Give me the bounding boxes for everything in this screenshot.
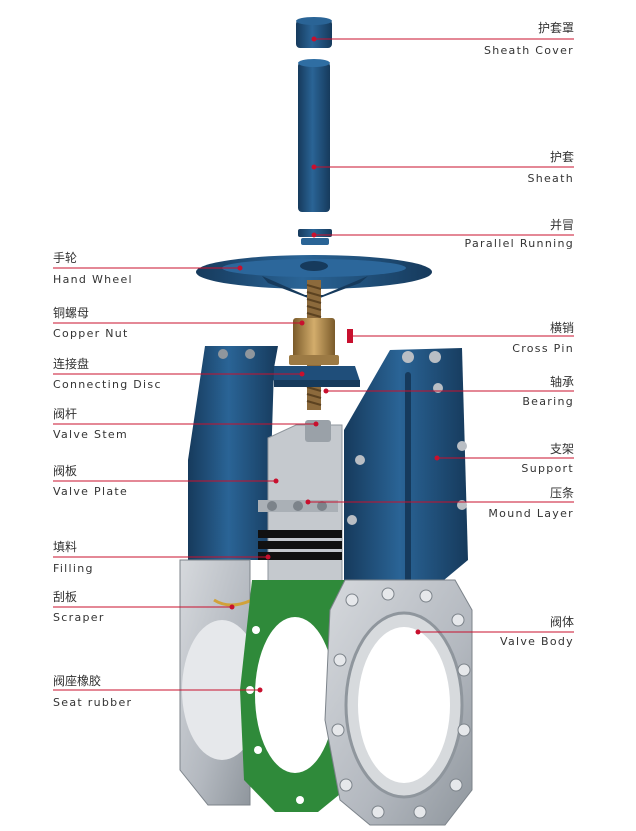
hand-wheel-part bbox=[196, 255, 432, 298]
label-connecting-disc-en: Connecting Disc bbox=[53, 378, 162, 391]
label-parallel-running-en: Parallel Running bbox=[464, 237, 574, 250]
label-mound-layer-en: Mound Layer bbox=[488, 507, 574, 520]
label-valve-plate-cn: 阀板 bbox=[53, 464, 78, 478]
leader-lines bbox=[53, 38, 574, 691]
label-bearing-en: Bearing bbox=[522, 395, 574, 408]
label-sheath-cn: 护套 bbox=[549, 150, 574, 164]
label-copper-nut-cn: 铜螺母 bbox=[53, 306, 90, 320]
label-connecting-disc-cn: 连接盘 bbox=[53, 357, 90, 371]
label-filling-en: Filling bbox=[53, 562, 94, 575]
left-support-part bbox=[188, 346, 278, 560]
label-sheath-cover-cn: 护套罩 bbox=[537, 21, 574, 35]
sheath-part bbox=[298, 59, 330, 212]
label-seat-rubber-en: Seat rubber bbox=[53, 696, 133, 709]
label-valve-body-cn: 阀体 bbox=[549, 615, 574, 629]
label-valve-stem-en: Valve Stem bbox=[53, 428, 129, 441]
valve-plate-part bbox=[258, 420, 343, 601]
sheath-cover-part bbox=[296, 17, 332, 48]
label-cross-pin-cn: 横销 bbox=[549, 321, 574, 335]
label-sheath-cover-en: Sheath Cover bbox=[483, 44, 574, 57]
label-support-cn: 支架 bbox=[549, 442, 574, 456]
seat-rubber-part bbox=[240, 580, 345, 812]
label-scraper-en: Scraper bbox=[53, 611, 105, 624]
label-valve-stem-cn: 阀杆 bbox=[53, 407, 78, 421]
right-support-part bbox=[344, 348, 468, 582]
label-parallel-running-cn: 并冒 bbox=[549, 218, 574, 232]
label-mound-layer-cn: 压条 bbox=[549, 486, 574, 500]
label-copper-nut-en: Copper Nut bbox=[53, 327, 129, 340]
label-cross-pin-en: Cross Pin bbox=[512, 342, 574, 355]
label-seat-rubber-cn: 阀座橡胶 bbox=[53, 674, 102, 688]
label-filling-cn: 填料 bbox=[53, 540, 78, 554]
connecting-disc-part bbox=[268, 366, 360, 387]
label-hand-wheel-cn: 手轮 bbox=[53, 251, 78, 265]
label-sheath-en: Sheath bbox=[527, 172, 574, 185]
label-valve-body-en: Valve Body bbox=[499, 635, 574, 648]
label-scraper-cn: 刮板 bbox=[53, 590, 78, 604]
label-hand-wheel-en: Hand Wheel bbox=[53, 273, 133, 286]
leader-dots bbox=[229, 36, 440, 693]
label-support-en: Support bbox=[521, 462, 574, 475]
filling-part bbox=[258, 530, 342, 560]
label-bearing-cn: 轴承 bbox=[549, 375, 574, 389]
copper-nut-part bbox=[289, 318, 339, 365]
valve-body-front-part bbox=[324, 579, 473, 826]
label-valve-plate-en: Valve Plate bbox=[53, 485, 129, 498]
